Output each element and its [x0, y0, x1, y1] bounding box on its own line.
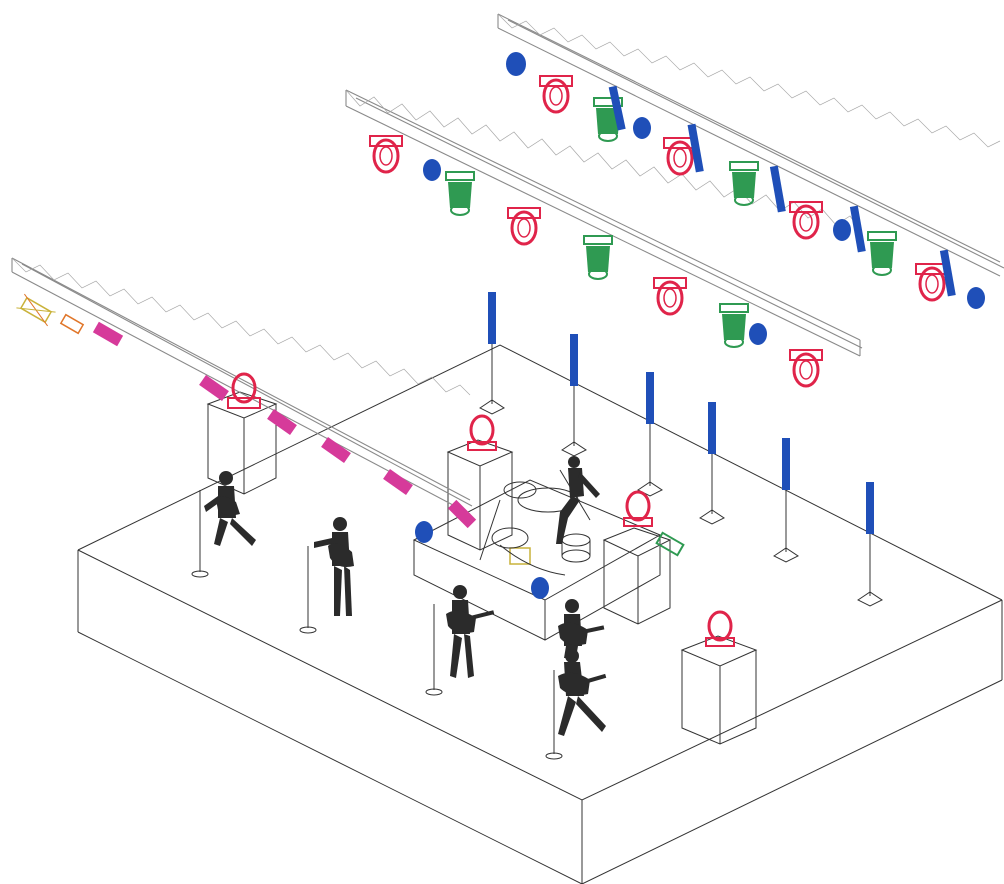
led-bar-icon: [687, 123, 704, 173]
floor-lights: [415, 414, 735, 647]
led-bar-icon: [939, 249, 956, 297]
performer-left-center: [299, 517, 354, 634]
moving-head-light-icon: [445, 171, 475, 216]
profile-spot-icon: [447, 499, 477, 529]
performer-drummer: [556, 456, 600, 544]
performer-icon: [556, 456, 600, 544]
moving-head-light-icon: [705, 610, 735, 647]
rear-truss-lights: [506, 52, 985, 309]
drum-riser: [412, 479, 662, 641]
moving-head-light-icon: [227, 372, 261, 409]
performer-front-right: [545, 649, 607, 760]
plinth-right: [602, 527, 672, 625]
plinth-front: [680, 635, 758, 745]
moving-head-light-icon: [719, 303, 749, 348]
led-bar-icon: [608, 85, 626, 131]
profile-spot-icon: [267, 409, 297, 435]
led-pole-row: [479, 292, 883, 607]
profile-spot-icon: [92, 321, 124, 347]
wash-light-icon: [423, 159, 441, 181]
wash-light-icon: [749, 323, 767, 345]
performer-icon: [446, 585, 495, 678]
performer-right-bass: [558, 599, 605, 658]
profile-spot-icon: [655, 531, 685, 557]
wash-light-icon: [633, 117, 651, 139]
performer-left-guitar: [191, 471, 256, 578]
plinth-center: [446, 439, 514, 551]
moving-head-light-icon: [789, 201, 823, 240]
moving-head-light-icon: [653, 277, 687, 316]
mic-stand-icon: [191, 490, 209, 578]
truss-rear: [497, 13, 1004, 277]
mic-stand-icon: [425, 604, 443, 696]
performer-icon: [558, 649, 607, 736]
plinth-left: [206, 391, 278, 495]
led-pole: [773, 438, 799, 563]
led-bar-icon: [769, 165, 786, 213]
front-truss-lights: [16, 293, 477, 529]
performer-center-guitar: [425, 585, 495, 696]
led-bar-icon: [646, 372, 654, 424]
mic-stand-icon: [545, 670, 563, 760]
moving-head-light-icon: [467, 414, 497, 451]
moving-head-light-icon: [729, 161, 759, 206]
moving-head-light-icon: [915, 263, 949, 302]
wash-light-icon: [967, 287, 985, 309]
led-bar-icon: [849, 205, 866, 253]
moving-head-light-icon: [623, 490, 653, 527]
led-pole: [561, 334, 587, 457]
moving-head-light-icon: [583, 235, 613, 280]
wash-light-icon: [415, 521, 433, 543]
moving-head-light-icon: [507, 207, 541, 246]
led-bar-icon: [782, 438, 790, 490]
performer-icon: [558, 599, 605, 658]
performer-icon: [314, 517, 354, 616]
led-bar-icon: [866, 482, 874, 534]
stage-platform: [77, 344, 1003, 884]
profile-spot-icon: [383, 469, 413, 495]
led-bar-icon: [708, 402, 716, 454]
mic-stand-icon: [299, 546, 317, 634]
profile-spot-icon: [59, 313, 85, 335]
led-pole: [637, 372, 663, 497]
moving-head-light-icon: [539, 75, 573, 114]
wash-light-icon: [531, 577, 549, 599]
moving-head-light-icon: [789, 349, 823, 388]
profile-spot-icon: [321, 437, 351, 463]
profile-spot-icon: [16, 293, 56, 327]
led-pole: [699, 402, 725, 525]
truss-middle: [345, 89, 863, 357]
profile-spot-icon: [509, 547, 531, 565]
led-pole: [857, 482, 883, 607]
middle-truss-lights: [369, 135, 823, 388]
moving-head-light-icon: [593, 97, 623, 142]
moving-head-light-icon: [369, 135, 403, 174]
wash-light-icon: [506, 52, 526, 76]
truss-front-left: [11, 257, 473, 515]
profile-spot-icon: [199, 375, 229, 401]
wash-light-icon: [833, 219, 851, 241]
led-bar-icon: [488, 292, 496, 344]
moving-head-light-icon: [867, 231, 897, 276]
led-bar-icon: [570, 334, 578, 386]
performer-icon: [204, 471, 256, 546]
led-pole: [479, 292, 505, 415]
